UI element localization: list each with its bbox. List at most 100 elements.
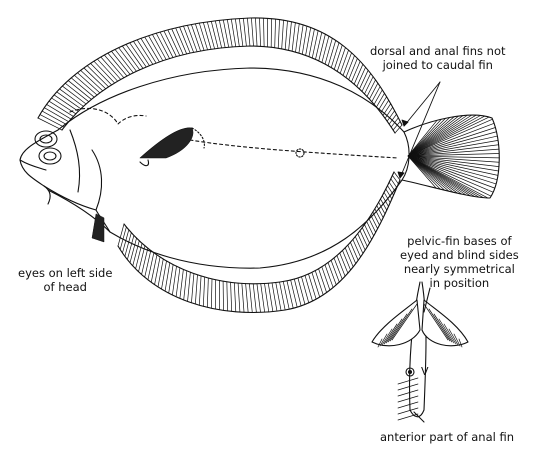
anal-fin-ray [309, 274, 317, 299]
anal-fin-ray [353, 239, 361, 256]
dorsal-fin-ray [74, 75, 97, 95]
caudal-fin-ray [408, 156, 493, 192]
dorsal-fin-ray [207, 22, 214, 49]
anal-fin-ray [118, 224, 124, 246]
dorsal-fin-ray [316, 32, 322, 59]
dorsal-fin-ray [264, 18, 265, 46]
dorsal-fin-ray [101, 57, 121, 79]
anal-fin-ray [337, 256, 345, 277]
dorsal-fin-ray [299, 25, 303, 53]
dorsal-fin-ray [152, 34, 166, 59]
inset-fin-ray [398, 396, 418, 402]
dorsal-fin-ray [349, 58, 358, 79]
dorsal-fin-ray [47, 104, 71, 119]
anal-fin-ray [203, 277, 204, 306]
anal-fin-ray [142, 248, 148, 274]
dorsal-fin-ray [372, 87, 380, 102]
dorsal-fin-ray [215, 21, 221, 48]
anal-fin-ray [188, 272, 191, 301]
anal-fin-ray [261, 284, 265, 313]
anal-fin-ray [331, 260, 339, 282]
dorsal-fin-ray [60, 89, 84, 106]
anal-fin-ray [145, 250, 151, 277]
anal-fin [118, 172, 400, 312]
dorsal-fin-ray [111, 51, 130, 74]
dorsal-fin-ray [57, 92, 81, 109]
anal-fin-ray [176, 268, 180, 297]
dorsal-fin-ray [302, 26, 307, 54]
dorsal-fin-ray [379, 97, 387, 110]
dorsal-fin-ray [365, 77, 374, 94]
dorsal-fin-ray [251, 18, 253, 46]
dorsal-fin-ray [285, 21, 287, 50]
anal-fin-ray [172, 266, 176, 295]
anal-fin-ray [246, 284, 249, 313]
anal-fin-ray [369, 218, 376, 232]
dorsal-fin-ray [340, 50, 348, 73]
anal-fin-ray [148, 253, 154, 280]
dorsal-fin-ray [119, 48, 137, 72]
anal-fin-ray [264, 283, 268, 311]
anal-fin-ray [294, 279, 301, 306]
caudal-fin [402, 115, 499, 198]
dorsal-fin-ray [203, 23, 211, 50]
anal-fin-ray [291, 280, 298, 307]
dorsal-fin-ray [369, 83, 377, 99]
dorsal-fin-ray [87, 66, 108, 87]
anal-fin-ray [199, 276, 201, 305]
dorsal-fin-ray [97, 59, 117, 81]
dorsal-fin-ray [319, 34, 326, 61]
dorsal-fin-ray [247, 18, 250, 46]
inset-fin-ray [398, 384, 418, 390]
anal-fin-ray [242, 283, 244, 312]
anal-fin-ray [234, 283, 235, 312]
caudal-fin-ray [408, 156, 491, 196]
dorsal-fin-ray [346, 56, 355, 78]
dorsal-fin-ray [145, 37, 160, 62]
anal-fin-ray [298, 278, 305, 304]
label-anterior-anal-fin: anterior part of anal fin [380, 430, 514, 444]
dorsal-fin-ray [275, 19, 276, 48]
dorsal-fin-ray [71, 78, 94, 97]
anal-fin-ray [312, 272, 320, 297]
dorsal-fin-ray [289, 22, 292, 51]
dorsal-fin-ray [65, 83, 89, 101]
inset-fin-ray [398, 378, 418, 384]
dorsal-fin-ray [91, 63, 112, 85]
anal-fin-ray [322, 267, 330, 290]
dorsal-fin-ray [239, 19, 243, 47]
dorsal-fin-ray [149, 36, 163, 61]
dorsal-fin-ray [84, 68, 106, 89]
upper-eye [35, 131, 57, 147]
dorsal-fin-ray [374, 90, 382, 104]
dorsal-fin-ray [44, 108, 68, 122]
anal-fin-ray [365, 225, 372, 240]
dorsal-fin-ray [328, 40, 336, 65]
anal-fin-ray [207, 278, 208, 307]
dorsal-fin-ray [191, 25, 200, 51]
anal-fin-ray [180, 269, 183, 298]
anal-fin-ray [272, 283, 277, 311]
anal-fin-ray [130, 238, 137, 263]
anal-fin-ray [334, 258, 342, 279]
anal-fin-ray [257, 284, 261, 313]
inset-fin-ray [398, 390, 418, 396]
dorsal-fin-ray [187, 25, 197, 51]
dorsal-fin-ray [62, 86, 86, 104]
anal-fin-ray [328, 263, 336, 285]
anal-fin-ray [139, 246, 145, 272]
anal-fin-ray [362, 228, 369, 243]
anal-fin-ray [340, 253, 348, 273]
lower-eye [39, 148, 61, 164]
label-fins-not-joined: dorsal and anal fins not joined to cauda… [370, 44, 506, 72]
dorsal-fin-ray [351, 61, 360, 82]
dorsal-fin-ray [68, 81, 91, 100]
dorsal-fin-ray [376, 93, 384, 107]
anal-fin-ray [195, 275, 197, 304]
dorsal-fin-ray [231, 19, 235, 46]
dorsal-fin-ray [115, 49, 133, 72]
dorsal-fin-ray [278, 20, 279, 49]
anal-fin-ray [302, 277, 309, 303]
anal-fin-ray [305, 275, 312, 301]
